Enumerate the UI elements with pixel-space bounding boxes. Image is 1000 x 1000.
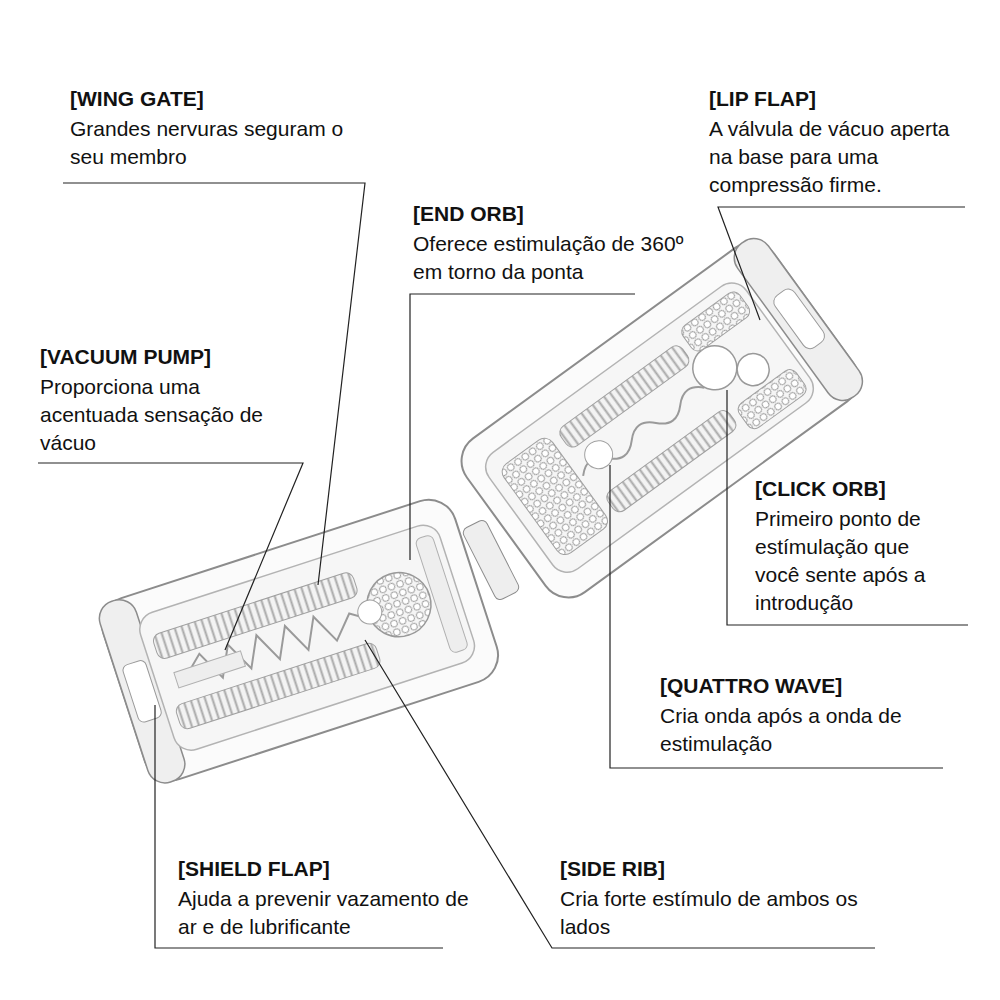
callout-heading: [SHIELD FLAP] [178,855,330,883]
callout-text: Cria forte estímulo de ambos os lados [560,885,874,941]
callout-heading: [END ORB] [413,200,524,228]
leader-line [718,207,965,320]
callout-text: Ajuda a prevenir vazamento de ar e de lu… [178,885,482,941]
case-hinge [461,518,520,601]
leader-line [727,390,968,625]
leader-lines [38,183,968,948]
callout-text: Cria onda após a onda de estimulação [660,702,914,758]
leader-line [155,705,443,948]
callout-heading: [VACUUM PUMP] [40,343,211,371]
callout-heading: [WING GATE] [70,85,204,113]
callout-text: Oferece estimulação de 360º em torno da … [413,230,687,286]
leader-line [38,463,303,650]
callout-text: A válvula de vácuo aperta na base para u… [709,115,967,199]
callout-heading: [LIP FLAP] [709,85,816,113]
callout-heading: [SIDE RIB] [560,855,665,883]
callout-text: Grandes nervuras seguram o seu membro [70,115,372,171]
callout-heading: [CLICK ORB] [755,475,886,503]
callout-text: Proporciona uma acentuada sensação de vá… [40,373,274,457]
callout-text: Primeiro ponto de estímulação que você s… [755,505,945,617]
leader-line [410,294,635,560]
callout-heading: [QUATTRO WAVE] [660,672,842,700]
case-left-half [95,492,506,787]
